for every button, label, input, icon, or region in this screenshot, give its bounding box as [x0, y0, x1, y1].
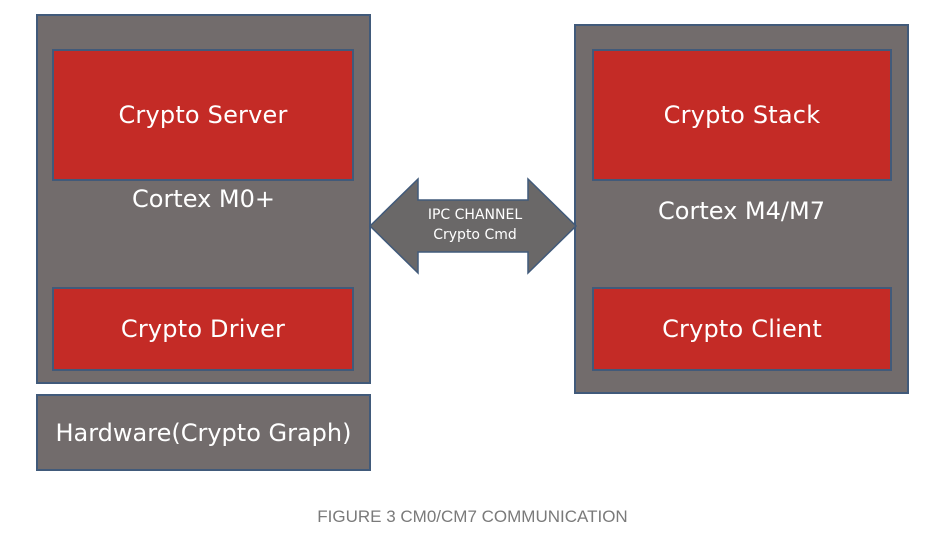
figure-caption: FIGURE 3 CM0/CM7 COMMUNICATION: [317, 507, 628, 526]
crypto-server-block: Crypto Server: [52, 49, 354, 181]
crypto-stack-block: Crypto Stack: [592, 49, 892, 181]
crypto-driver-block: Crypto Driver: [52, 287, 354, 371]
crypto-client-block: Crypto Client: [592, 287, 892, 371]
hardware-block: Hardware(Crypto Graph): [36, 394, 371, 471]
crypto-client-label: Crypto Client: [662, 315, 822, 343]
crypto-driver-label: Crypto Driver: [120, 315, 286, 343]
hardware-label: Hardware(Crypto Graph): [55, 418, 352, 447]
cortex-m4-m7-label: Cortex M4/M7: [658, 197, 825, 225]
crypto-cmd-label: Crypto Cmd: [433, 227, 517, 243]
crypto-server-label: Crypto Server: [118, 101, 288, 129]
crypto-stack-label: Crypto Stack: [663, 101, 821, 129]
double-arrow-shape: [368, 177, 578, 275]
ipc-channel-label: IPC CHANNEL: [427, 207, 523, 223]
cortex-m0-plus-label: Cortex M0+: [132, 185, 275, 213]
